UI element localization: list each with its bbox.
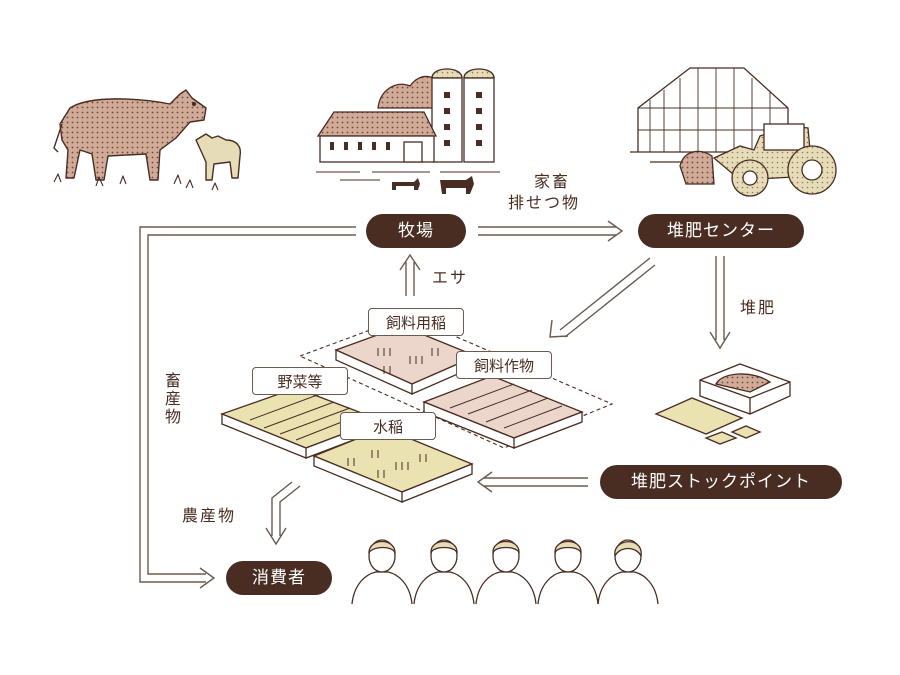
consumer-figure [351, 539, 413, 605]
tag-vegetables: 野菜等 [252, 367, 348, 395]
label-agri-products: 農産物 [182, 506, 237, 525]
label-feed: エサ [432, 268, 469, 287]
label-manure-line2: 排せつ物 [508, 193, 581, 212]
consumer-figure [537, 539, 599, 605]
compost-stock-illustration [654, 363, 791, 445]
fields-illustration [220, 315, 614, 503]
consumer-figure [413, 539, 475, 605]
tag-paddy-rice: 水稲 [340, 412, 436, 440]
consumer-figure [597, 539, 659, 605]
flow-arrows [139, 220, 731, 589]
arrow-farm-to-compost-center [478, 220, 624, 242]
arrow-feed-to-farm [399, 253, 421, 296]
consumer-figure [475, 539, 537, 605]
farm-building-illustration [316, 68, 500, 194]
label-livestock-products: 畜産物 [162, 372, 181, 426]
consumers-illustration [351, 539, 659, 605]
arrow-compost-center-to-fields [549, 257, 656, 338]
arrow-compost-center-down [709, 256, 731, 350]
node-compost-stock-point: 堆肥ストックポイント [600, 465, 842, 499]
arrow-livestock-to-consumer [139, 226, 356, 589]
node-compost-center: 堆肥センター [638, 214, 804, 248]
arrow-agri-to-consumer [265, 481, 301, 546]
node-farm: 牧場 [366, 214, 466, 248]
node-consumer: 消費者 [226, 561, 332, 595]
tag-feed-rice: 飼料用稲 [368, 308, 464, 336]
compost-center-illustration [630, 67, 837, 197]
arrow-stock-to-fields [476, 471, 588, 493]
tag-feed-crops: 飼料作物 [456, 351, 552, 379]
label-compost: 堆肥 [740, 298, 777, 317]
cow-illustration [53, 89, 242, 191]
label-manure-line1: 家畜 [534, 172, 571, 191]
